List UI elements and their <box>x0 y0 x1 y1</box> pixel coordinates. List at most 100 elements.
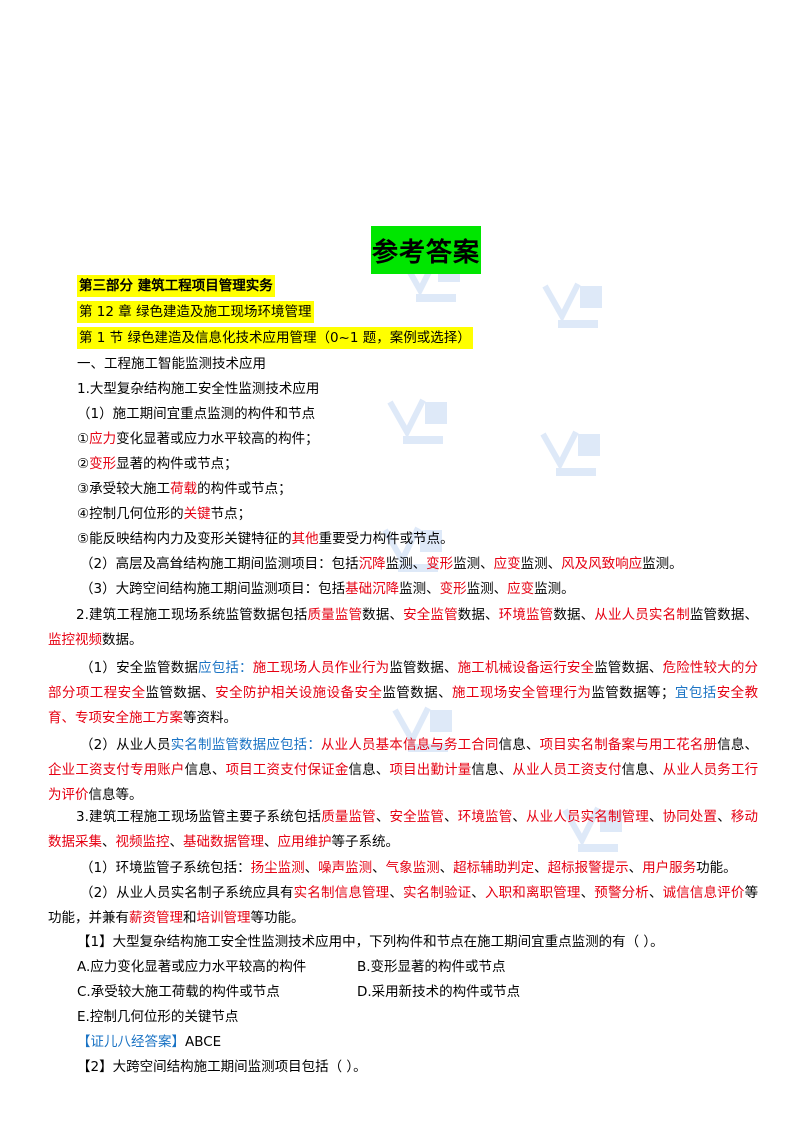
item-prefix: ⑤能反映结构内力及变形关键特征的 <box>77 531 292 547</box>
subheading-1: 1.大型复杂结构施工安全性监测技术应用 <box>77 381 320 397</box>
answer-label: 【证儿八经答案】 <box>77 1034 185 1050</box>
key-term: 诚信信息评价 <box>662 885 745 901</box>
paragraph-3-2: （2）从业人员实名制子系统应具有实名制信息管理、实名制验证、入职和离职管理、预警… <box>48 881 758 931</box>
key-term: 其他 <box>291 531 319 547</box>
text: 信息、 <box>471 762 513 778</box>
key-term: 项目工资支付保证金 <box>225 762 349 778</box>
key-term: 应变 <box>507 581 535 597</box>
key-term: 预警分析 <box>594 885 649 901</box>
chapter-heading-text: 第 12 章 绿色建造及施工现场环境管理 <box>77 301 314 323</box>
key-term: 变形 <box>426 556 454 572</box>
text: 信息、 <box>717 737 759 753</box>
key-term: 安全监管 <box>389 809 445 825</box>
watermark-logo-icon <box>560 800 624 860</box>
text: 、 <box>102 834 116 850</box>
text: 、 <box>648 809 663 825</box>
subheading-1-2: （2）高层及高耸结构施工期间监测项目：包括沉降监测、变形监测、应变监测、风及风致… <box>80 552 683 576</box>
watermark-logo-icon <box>385 392 449 452</box>
option-d: D.采用新技术的构件或节点 <box>357 984 521 1000</box>
answer-line: 【证儿八经答案】ABCE <box>77 1030 221 1054</box>
list-item: ⑤能反映结构内力及变形关键特征的其他重要受力构件或节点。 <box>77 527 454 551</box>
key-term: 危险性较大的分部分项工程安全 <box>48 660 759 701</box>
text: （2）从业人员实名制子系统应具有 <box>80 885 294 901</box>
text: 3.建筑工程施工现场监管主要子系统包括 <box>76 809 322 825</box>
key-term: 基础沉降 <box>345 581 400 597</box>
key-term: 施工现场安全管理行为 <box>452 685 592 701</box>
key-term: 用户服务 <box>642 860 697 876</box>
text: 信息、 <box>498 737 540 753</box>
section-heading-text: 第 1 节 绿色建造及信息化技术应用管理（0~1 题，案例或选择） <box>77 327 473 349</box>
text: 监管数据、 <box>145 685 216 701</box>
key-term: 沉降 <box>358 556 386 572</box>
text: 数据、 <box>553 607 595 623</box>
key-term: 变形 <box>89 456 117 472</box>
subheading-1-1: （1）施工期间宜重点监测的构件和节点 <box>77 406 316 422</box>
paragraph-3: 3.建筑工程施工现场监管主要子系统包括质量监管、安全监管、环境监管、从业人员实名… <box>48 805 758 855</box>
text: （1）安全监管数据 <box>80 660 199 676</box>
text: 数据、 <box>362 607 404 623</box>
text: 数据、 <box>457 607 499 623</box>
list-item: ①应力变化显著或应力水平较高的构件； <box>77 427 319 451</box>
item-prefix: ④控制几何位形的 <box>77 506 184 522</box>
text: 数据。 <box>102 632 143 648</box>
option-c: C.承受较大施工荷载的构件或节点 <box>77 984 280 1000</box>
text: 监测、 <box>399 581 440 597</box>
key-term: 应变 <box>493 556 521 572</box>
list-item: ④控制几何位形的关键节点； <box>77 502 251 526</box>
watermark-logo-icon <box>538 424 602 484</box>
text: 监测、 <box>520 556 562 572</box>
blue-term: 应包括： <box>198 660 253 676</box>
item-prefix: ③承受较大施工 <box>77 481 171 497</box>
key-term: 项目实名制备案与用工花名册 <box>539 737 718 753</box>
key-term: 风及风致响应 <box>561 556 643 572</box>
list-item: ②变形显著的构件或节点； <box>77 452 238 476</box>
text: 、 <box>372 860 386 876</box>
key-term: 应力 <box>89 431 117 447</box>
item-text: 节点； <box>210 506 252 522</box>
text: 、 <box>169 834 184 850</box>
text: 等资料。 <box>183 710 237 726</box>
text: 功能。 <box>696 860 737 876</box>
item-text: 变化显著或应力水平较高的构件； <box>116 431 319 447</box>
text: 等功能。 <box>250 910 305 926</box>
question-2-stem: 【2】大跨空间结构施工期间监测项目包括（ ）。 <box>77 1059 367 1075</box>
text: （3）大跨空间结构施工期间监测项目：包括 <box>80 581 346 597</box>
answer-value: ABCE <box>185 1034 222 1050</box>
subheading-1-3: （3）大跨空间结构施工期间监测项目：包括基础沉降监测、变形监测、应变监测。 <box>80 577 575 601</box>
text: 、 <box>717 809 731 825</box>
text: 、 <box>471 885 485 901</box>
text: 等子系统。 <box>331 834 400 850</box>
key-term: 培训管理 <box>196 910 251 926</box>
text: 监测。 <box>534 581 575 597</box>
key-term: 从业人员工资支付 <box>512 762 622 778</box>
text: 信息等。 <box>88 787 143 803</box>
key-term: 从业人员实名制 <box>594 607 690 623</box>
key-term: 气象监测 <box>385 860 440 876</box>
text: 、 <box>375 809 390 825</box>
blue-term: 宜包括 <box>674 685 717 701</box>
key-term: 应用维护 <box>277 834 332 850</box>
text: 监测。 <box>642 556 683 572</box>
paragraph-2: 2.建筑工程施工现场系统监管数据包括质量监管数据、安全监管数据、环境监管数据、从… <box>48 603 758 653</box>
text: 信息、 <box>621 762 663 778</box>
item-text: 显著的构件或节点； <box>116 456 238 472</box>
text: 监测、 <box>453 556 494 572</box>
part-heading: 第三部分 建筑工程项目管理实务 <box>77 274 275 298</box>
key-term: 从业人员基本信息与务工合同 <box>321 737 499 753</box>
key-term: 扬尘监测 <box>250 860 305 876</box>
item-prefix: ② <box>77 456 90 472</box>
key-term: 关键 <box>183 506 211 522</box>
text: 监测、 <box>385 556 427 572</box>
text: 和 <box>183 910 197 926</box>
text: 监管数据、 <box>389 660 458 676</box>
key-term: 入职和离职管理 <box>484 885 581 901</box>
text: 监测、 <box>466 581 508 597</box>
key-term: 噪声监测 <box>318 860 373 876</box>
option-b: B.变形显著的构件或节点 <box>357 959 506 975</box>
text: 、 <box>444 809 458 825</box>
text: 信息、 <box>348 762 390 778</box>
key-term: 企业工资支付专用账户 <box>48 762 185 778</box>
item-text: 的构件或节点； <box>197 481 292 497</box>
text: 、 <box>534 860 548 876</box>
text: 、 <box>439 860 454 876</box>
